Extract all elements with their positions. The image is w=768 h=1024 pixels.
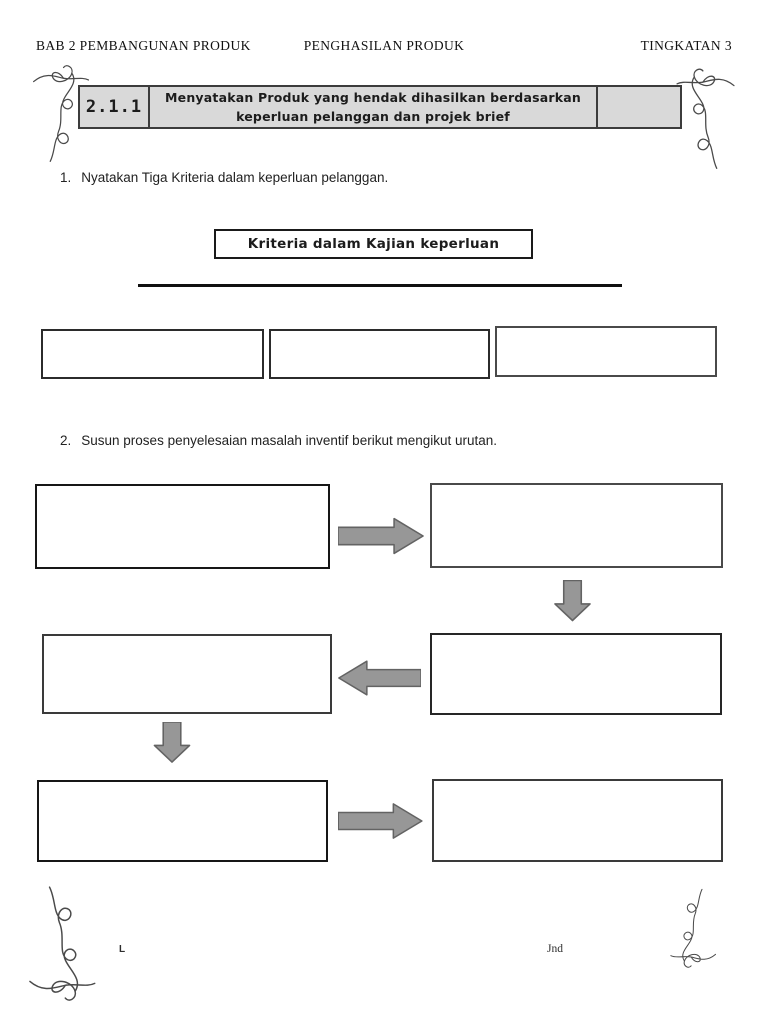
criteria-heading-label: Kriteria dalam Kajian keperluan bbox=[247, 236, 500, 252]
flowchart-box-5[interactable] bbox=[37, 780, 328, 862]
flourish-icon bbox=[26, 882, 134, 1016]
question-2: 2. Susun proses penyelesaian masalah inv… bbox=[60, 433, 497, 448]
arrow-left-icon bbox=[337, 658, 421, 698]
arrow-down-icon bbox=[152, 722, 192, 763]
footer-left-mark: L bbox=[119, 944, 126, 955]
objective-block: 2.1.1 Menyatakan Produk yang hendak diha… bbox=[78, 85, 682, 129]
header-chapter: BAB 2 PEMBANGUNAN PRODUK bbox=[36, 38, 251, 53]
objective-line-1: Menyatakan Produk yang hendak dihasilkan… bbox=[165, 90, 581, 105]
flowchart-box-3[interactable] bbox=[430, 633, 722, 715]
header-form-level: TINGKATAN 3 bbox=[640, 38, 732, 53]
arrow-right-icon bbox=[338, 802, 424, 840]
flowchart-box-2[interactable] bbox=[430, 483, 723, 568]
footer-right-mark: Jnd bbox=[547, 943, 563, 955]
objective-line-2: keperluan pelanggan dan projek brief bbox=[236, 109, 510, 124]
answer-box-2[interactable] bbox=[269, 329, 490, 379]
header-topic: PENGHASILAN PRODUK bbox=[303, 38, 465, 53]
flowchart-box-1[interactable] bbox=[35, 484, 330, 569]
question-1-text: Nyatakan Tiga Kriteria dalam keperluan p… bbox=[81, 170, 389, 185]
question-2-number: 2. bbox=[60, 433, 72, 448]
objective-empty-cell bbox=[598, 87, 680, 127]
answer-box-3[interactable] bbox=[495, 326, 717, 377]
arrow-down-icon bbox=[553, 580, 592, 622]
criteria-underline bbox=[138, 284, 622, 287]
criteria-heading-box: Kriteria dalam Kajian keperluan bbox=[214, 229, 533, 259]
objective-code: 2.1.1 bbox=[80, 87, 150, 127]
question-2-text: Susun proses penyelesaian masalah invent… bbox=[81, 433, 498, 448]
arrow-right-icon bbox=[338, 516, 425, 556]
question-1: 1. Nyatakan Tiga Kriteria dalam keperlua… bbox=[60, 170, 388, 185]
flowchart-box-4[interactable] bbox=[42, 634, 332, 714]
flourish-icon bbox=[628, 888, 734, 976]
question-1-number: 1. bbox=[60, 170, 72, 185]
flowchart-box-6[interactable] bbox=[432, 779, 723, 862]
answer-box-1[interactable] bbox=[41, 329, 264, 379]
objective-statement: Menyatakan Produk yang hendak dihasilkan… bbox=[150, 87, 598, 127]
